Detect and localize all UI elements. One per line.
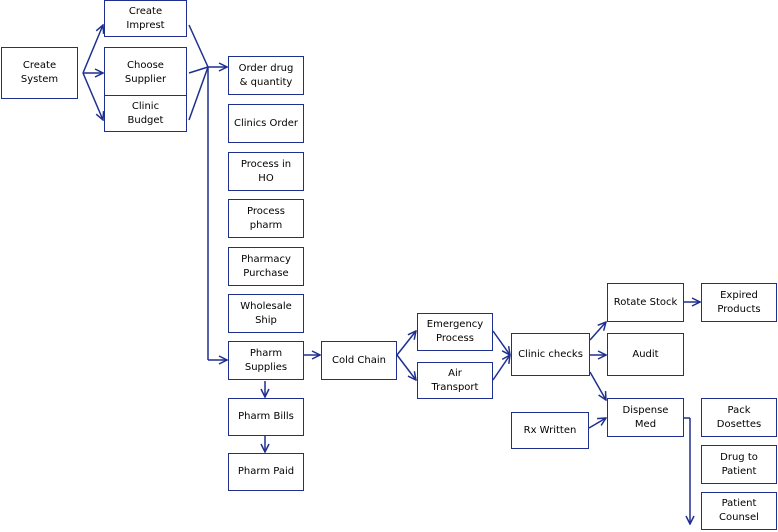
edge-supplier-to-trunk bbox=[188, 66, 209, 74]
edge-imprest-to-trunk bbox=[188, 24, 209, 68]
node-pack-dosettes: Pack Dosettes bbox=[701, 398, 777, 437]
node-process-pharm: Process pharm bbox=[228, 199, 304, 238]
node-create-imprest: Create Imprest bbox=[104, 0, 187, 37]
edge-clinic-checks-to-rotate bbox=[589, 322, 606, 341]
node-pharm-supplies: Pharm Supplies bbox=[228, 341, 304, 380]
node-drug-to-patient: Drug to Patient bbox=[701, 445, 777, 484]
node-pharmacy-purchase: Pharmacy Purchase bbox=[228, 247, 304, 286]
edge-air-to-clinic-checks bbox=[492, 355, 510, 381]
node-rotate-stock: Rotate Stock bbox=[607, 283, 684, 322]
edge-clinic-checks-to-dispense bbox=[589, 371, 606, 400]
node-clinic-checks: Clinic checks bbox=[511, 333, 590, 376]
edge-system-to-budget bbox=[82, 72, 103, 120]
node-wholesale-ship: Wholesale Ship bbox=[228, 294, 304, 333]
node-clinics-order: Clinics Order bbox=[228, 104, 304, 143]
node-pharm-bills: Pharm Bills bbox=[228, 398, 304, 436]
node-choose-supplier: Choose Supplier bbox=[104, 47, 187, 98]
edge-budget-to-trunk bbox=[188, 66, 209, 121]
node-create-system: Create System bbox=[1, 47, 78, 99]
edge-cold-chain-to-air bbox=[396, 354, 416, 380]
edge-rx-to-dispense bbox=[588, 418, 606, 429]
node-patient-counsel: Patient Counsel bbox=[701, 492, 777, 530]
node-pharm-paid: Pharm Paid bbox=[228, 453, 304, 491]
node-dispense-med: Dispense Med bbox=[607, 398, 684, 437]
node-expired-products: Expired Products bbox=[701, 283, 777, 322]
node-cold-chain: Cold Chain bbox=[321, 341, 397, 380]
node-clinic-budget: Clinic Budget bbox=[104, 95, 187, 132]
edge-cold-chain-to-emergency bbox=[396, 331, 416, 356]
node-process-ho: Process in HO bbox=[228, 152, 304, 191]
node-rx-written: Rx Written bbox=[511, 412, 589, 449]
node-audit: Audit bbox=[607, 333, 684, 376]
node-air-transport: Air Transport bbox=[417, 362, 493, 399]
edge-system-to-imprest bbox=[82, 25, 103, 74]
node-emergency-process: Emergency Process bbox=[417, 313, 493, 351]
edge-emergency-to-clinic-checks bbox=[492, 330, 510, 355]
node-order-drug: Order drug & quantity bbox=[228, 56, 304, 95]
